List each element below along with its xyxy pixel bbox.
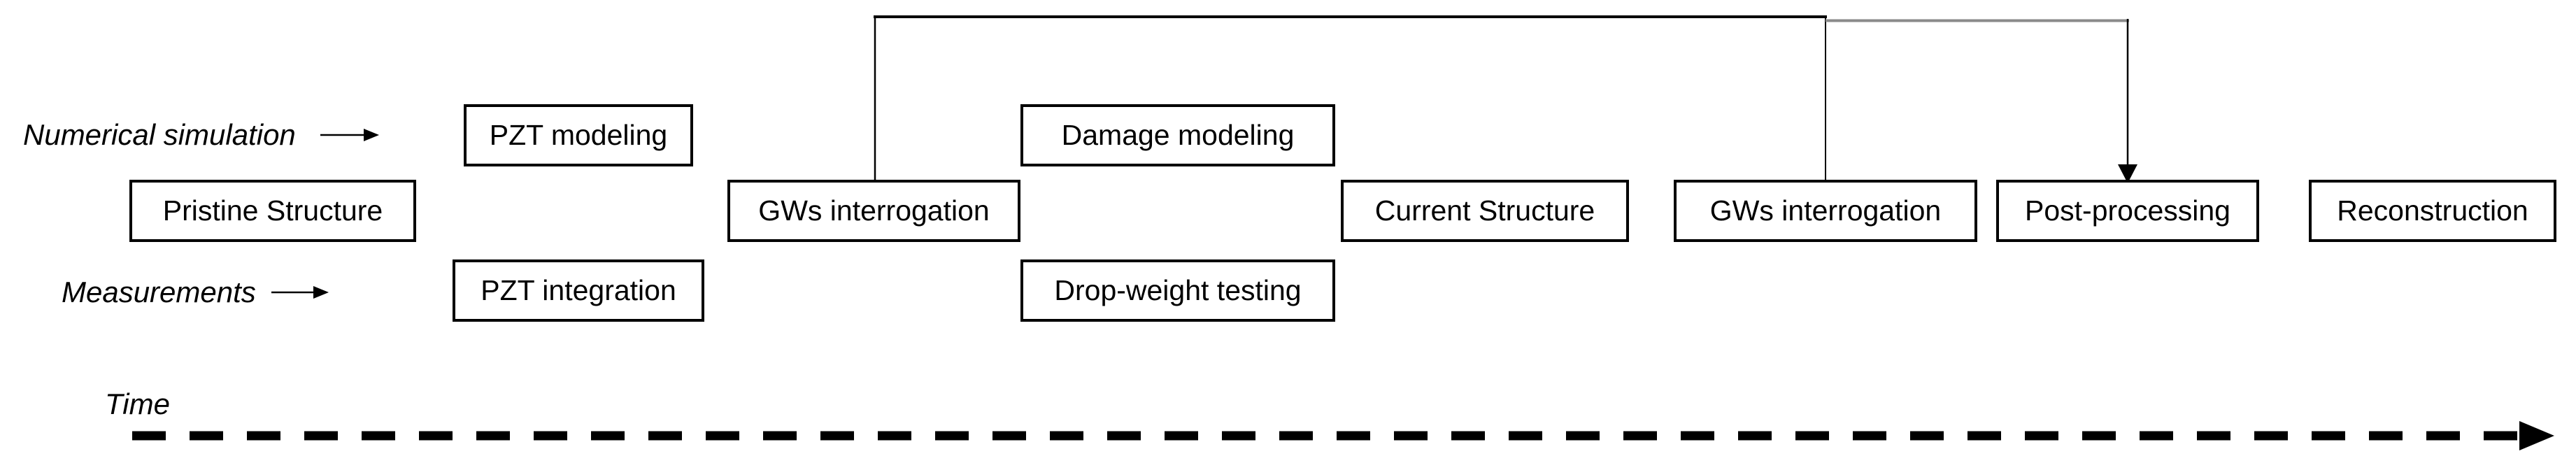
box-drop-weight-testing: Drop-weight testing xyxy=(1020,259,1335,322)
box-reconstruction: Reconstruction xyxy=(2309,180,2556,242)
right-arrow-icon xyxy=(364,129,379,141)
box-post-processing: Post-processing xyxy=(1996,180,2259,242)
lane-label-numerical-simulation: Numerical simulation xyxy=(23,118,296,151)
box-pristine-structure: Pristine Structure xyxy=(129,180,416,242)
down-arrow-icon xyxy=(2118,164,2137,183)
box-current-structure: Current Structure xyxy=(1341,180,1629,242)
box-gws-interrogation-1: GWs interrogation xyxy=(727,180,1020,242)
box-pzt-integration: PZT integration xyxy=(453,259,704,322)
time-axis-arrowhead-icon xyxy=(2519,421,2554,450)
time-axis-label: Time xyxy=(105,387,170,420)
box-gws-interrogation-2: GWs interrogation xyxy=(1674,180,1977,242)
box-damage-modeling: Damage modeling xyxy=(1020,104,1335,166)
box-pzt-modeling: PZT modeling xyxy=(464,104,693,166)
lane-label-measurements: Measurements xyxy=(62,276,256,308)
right-arrow-icon xyxy=(313,286,329,299)
